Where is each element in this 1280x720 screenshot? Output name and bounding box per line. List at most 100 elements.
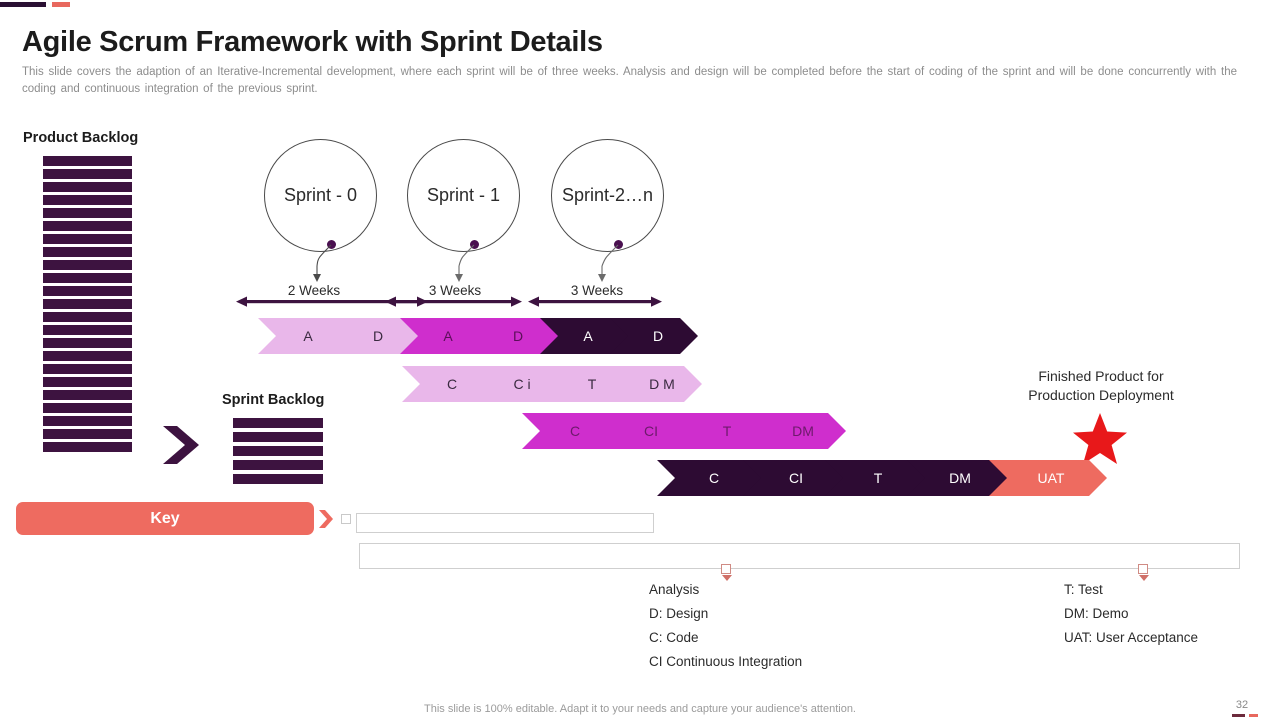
arrow-shape [739, 460, 843, 496]
sprint-anchor-dot-1 [470, 240, 479, 249]
arrow-shape [985, 460, 1107, 496]
process-arrow-t[interactable]: T [674, 413, 770, 449]
process-arrow-ci[interactable]: CI [598, 413, 694, 449]
sprint-circle-0[interactable]: Sprint - 0 [264, 139, 377, 252]
arrow-shape [328, 318, 418, 354]
sprint-circle-0-label: Sprint - 0 [283, 185, 358, 205]
legend-marker-left-icon [721, 564, 733, 581]
key-marker-box [341, 514, 351, 524]
sprint-anchor-dot-2 [614, 240, 623, 249]
key-chevron-icon [318, 509, 336, 529]
process-arrow-t[interactable]: T [821, 460, 925, 496]
process-arrow-label: A [583, 328, 593, 344]
arrow-shape [402, 366, 492, 402]
process-arrow-a[interactable]: A [398, 318, 488, 354]
product-backlog-item [43, 390, 132, 400]
sprint-anchor-dot-0 [327, 240, 336, 249]
key-callout-box-1 [356, 513, 654, 533]
product-backlog-item [43, 442, 132, 452]
process-arrow-d[interactable]: D [608, 318, 698, 354]
page-subtitle: This slide covers the adaption of an Ite… [22, 66, 1237, 95]
legend-item: T: Test [1064, 582, 1103, 597]
sprint-backlog-item [233, 432, 323, 442]
process-arrow-ci[interactable]: C i [472, 366, 562, 402]
process-arrow-dm[interactable]: D M [612, 366, 702, 402]
product-backlog-item [43, 416, 132, 426]
process-arrow-c[interactable]: C [522, 413, 618, 449]
arrow-shape [468, 318, 558, 354]
backlog-flow-chevron-icon [161, 424, 211, 466]
process-arrow-ci[interactable]: CI [739, 460, 843, 496]
arrow-shape [398, 318, 488, 354]
product-backlog-item [43, 195, 132, 205]
product-backlog-item [43, 260, 132, 270]
process-arrow-label: T [873, 470, 883, 486]
product-backlog-item [43, 299, 132, 309]
finished-product-line-1: Finished Product for [1038, 368, 1164, 384]
page-number-rule-accent [1249, 714, 1258, 717]
process-arrow-label: C [569, 423, 581, 439]
process-arrow-c[interactable]: C [657, 460, 761, 496]
process-arrow-uat[interactable]: UAT [985, 460, 1107, 496]
product-backlog-item [43, 169, 132, 179]
process-arrow-label: C [708, 470, 720, 486]
process-arrow-label: D [652, 328, 664, 344]
product-backlog-item [43, 338, 132, 348]
process-arrow-d[interactable]: D [328, 318, 418, 354]
process-arrow-d[interactable]: D [468, 318, 558, 354]
legend-marker-right-icon [1138, 564, 1150, 581]
process-arrow-dm[interactable]: DM [750, 413, 846, 449]
process-arrow-a[interactable]: A [258, 318, 348, 354]
sprint-backlog-label: Sprint Backlog [222, 392, 325, 408]
arrow-shape [542, 366, 632, 402]
sprint-backlog-item [233, 474, 323, 484]
sprint-circle-2[interactable]: Sprint-2…n [551, 139, 664, 252]
process-arrow-label: D M [649, 376, 675, 392]
process-arrow-c[interactable]: C [402, 366, 492, 402]
process-arrow-label: D [512, 328, 524, 344]
process-arrow-label: DM [792, 423, 814, 439]
product-backlog-item [43, 221, 132, 231]
footer-note: This slide is 100% editable. Adapt it to… [424, 703, 856, 715]
product-backlog-stack [43, 156, 132, 452]
product-backlog-item [43, 182, 132, 192]
process-arrow-label: C i [513, 376, 531, 392]
sprint-duration-0: 2 Weeks [287, 283, 341, 298]
product-backlog-item [43, 234, 132, 244]
product-backlog-item [43, 364, 132, 374]
arrow-shape [538, 318, 628, 354]
process-arrow-dm[interactable]: DM [903, 460, 1007, 496]
product-backlog-item [43, 208, 132, 218]
star-icon [1072, 412, 1128, 466]
arrow-shape [750, 413, 846, 449]
process-arrow-row-4: C CI T DM UAT [657, 460, 1107, 496]
sprint-circle-1[interactable]: Sprint - 1 [407, 139, 520, 252]
page-number: 32 [1235, 699, 1249, 711]
legend-item: CI Continuous Integration [649, 654, 803, 669]
process-arrow-label: DM [949, 470, 971, 486]
key-button[interactable]: Key [16, 502, 314, 535]
sprint-duration-1: 3 Weeks [428, 283, 482, 298]
arrow-shape [598, 413, 694, 449]
process-arrow-t[interactable]: T [542, 366, 632, 402]
process-arrow-label: D [372, 328, 384, 344]
product-backlog-item [43, 273, 132, 283]
process-arrow-label: CI [789, 470, 803, 486]
product-backlog-item [43, 312, 132, 322]
arrow-shape [608, 318, 698, 354]
top-accent-bar-dark [0, 2, 46, 7]
process-arrow-label: A [303, 328, 313, 344]
process-arrow-label: T [722, 423, 732, 439]
legend-item: C: Code [649, 630, 699, 645]
sprint-backlog-stack [233, 418, 323, 484]
arrow-shape [258, 318, 348, 354]
key-button-label: Key [150, 509, 180, 527]
process-arrow-a[interactable]: A [538, 318, 628, 354]
process-arrow-row-3: C CI T DM [522, 413, 846, 449]
process-arrow-label: CI [644, 423, 658, 439]
sprint-backlog-item [233, 418, 323, 428]
product-backlog-item [43, 429, 132, 439]
product-backlog-label: Product Backlog [23, 130, 139, 146]
sprint-backlog-item [233, 460, 323, 470]
